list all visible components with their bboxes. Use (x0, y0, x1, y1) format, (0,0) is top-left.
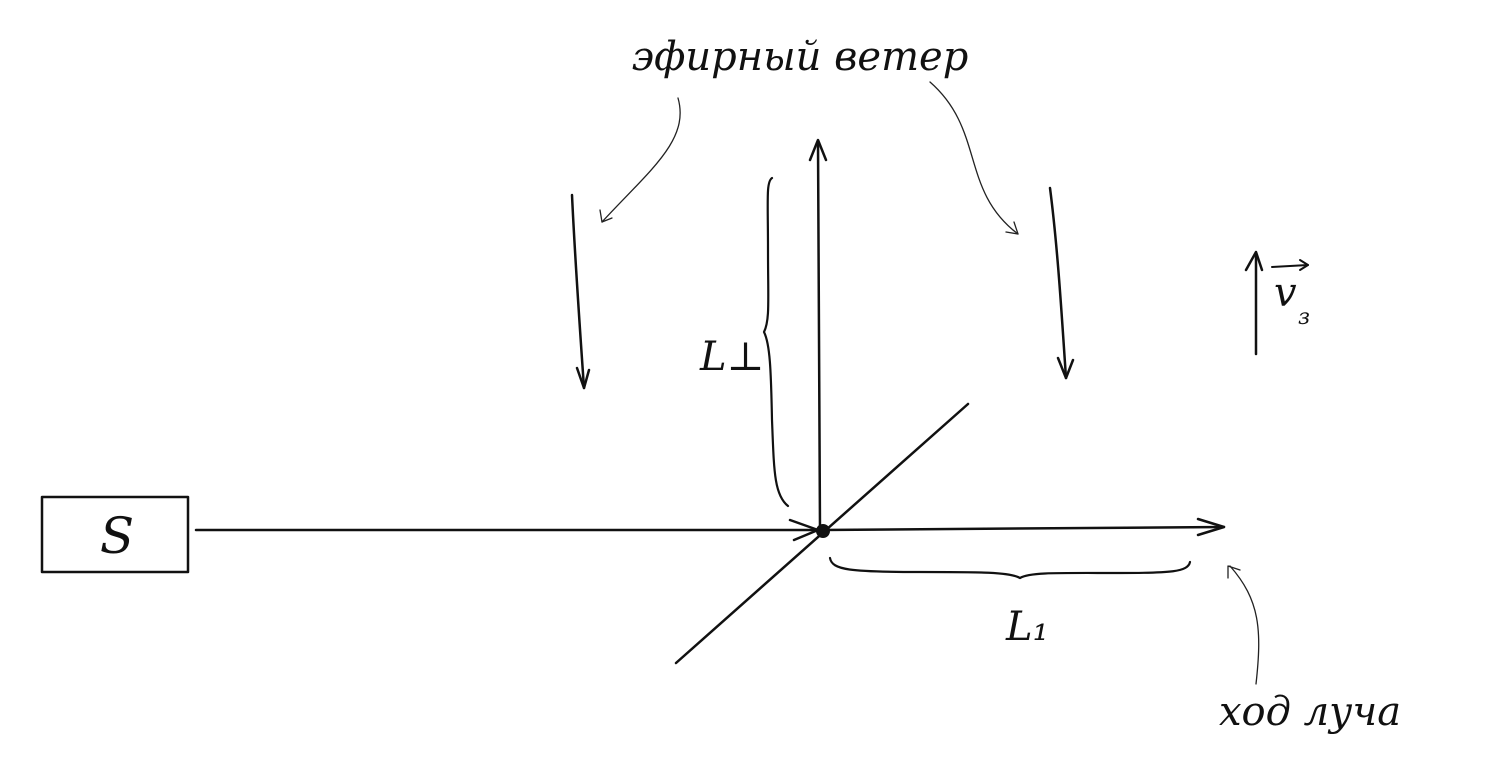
wind-arrow-left (570, 193, 586, 390)
transmitted-beam-head (1196, 517, 1226, 537)
ether-wind-pointer-right-head (1005, 221, 1019, 235)
ether-wind-pointer-left (601, 97, 681, 223)
beam-path-label: ход луча (1219, 689, 1401, 735)
wind-arrow-right (1048, 186, 1068, 380)
source-box (40, 495, 190, 574)
splitter-point (816, 524, 830, 538)
perp-arm-brace (762, 176, 790, 508)
velocity-symbol: v (1274, 270, 1297, 316)
velocity-vector-bar (1271, 264, 1309, 268)
perp-arm-label: L⊥ (699, 334, 764, 380)
ether-wind-label: эфирный ветер (632, 34, 969, 80)
velocity-vector-bar-head (1299, 259, 1309, 271)
velocity-arrow-head (1244, 250, 1264, 272)
wind-arrow-right-head (1056, 356, 1075, 380)
parallel-arm-label: L₁ (1005, 604, 1049, 650)
beam-path-pointer (1229, 565, 1260, 685)
ether-wind-pointer-left-head (599, 209, 613, 223)
reflected-beam-head (808, 138, 828, 162)
reflected-beam (816, 140, 822, 532)
transmitted-beam (820, 525, 1226, 532)
velocity-subscript: з (1298, 305, 1310, 330)
wind-arrow-left-head (575, 366, 591, 390)
source-label: S (100, 507, 134, 565)
beam-path-pointer-head (1227, 565, 1241, 579)
ether-wind-pointer-right (929, 81, 1019, 235)
parallel-arm-brace (828, 556, 1192, 580)
